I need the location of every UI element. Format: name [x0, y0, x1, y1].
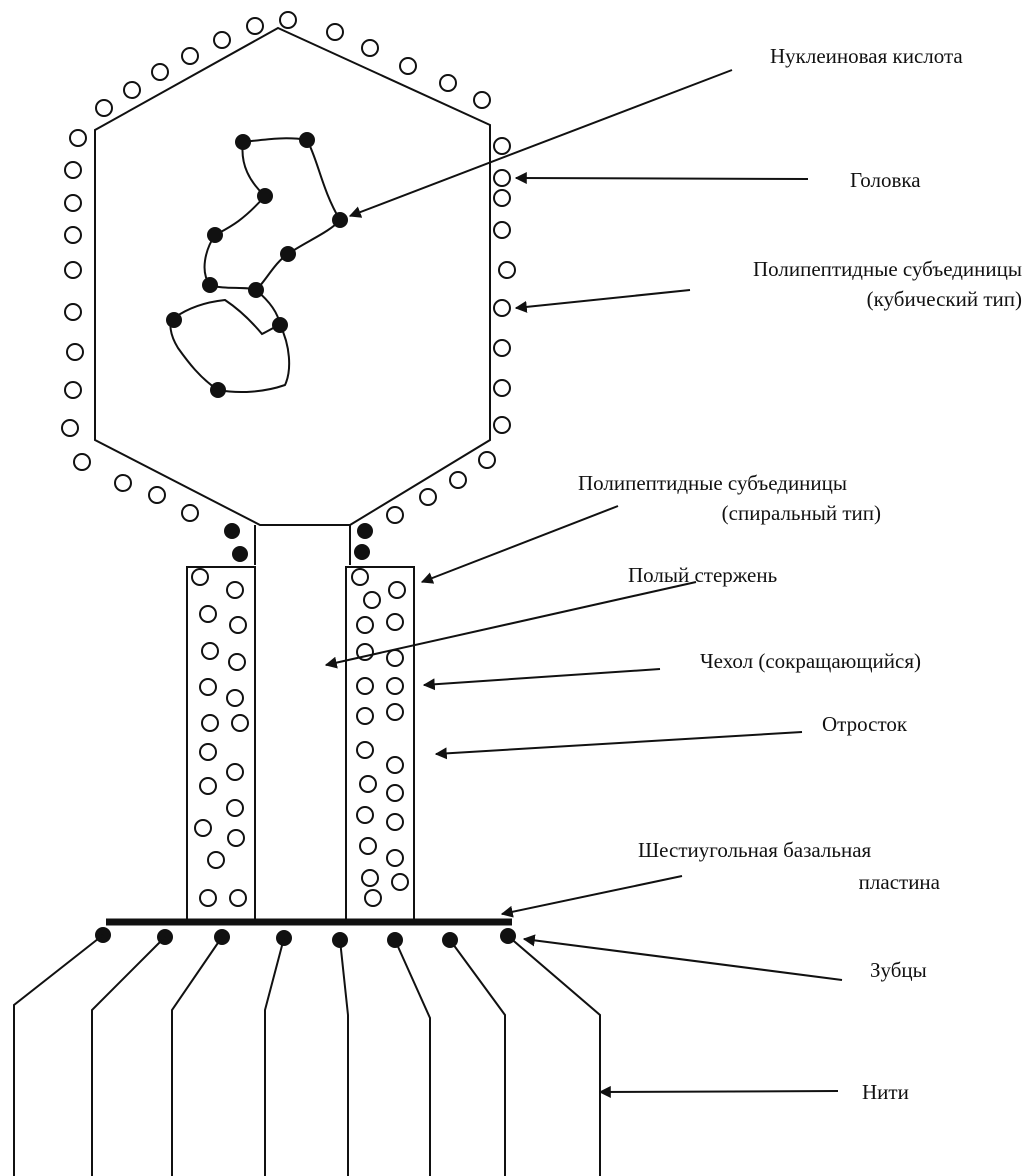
label-spiral-subunits-line1: Полипептидные субъединицы [578, 471, 847, 495]
arrow-spiral-subunits [422, 506, 618, 582]
label-sheath: Чехол (сокращающийся) [700, 649, 921, 673]
arrow-nucleic-acid [350, 70, 732, 216]
label-hollow-rod: Полый стержень [628, 563, 777, 587]
nucleic-acid-nodes [166, 132, 348, 398]
tail-sheath-right [346, 567, 414, 920]
label-spiral-subunits-line2: (спиральный тип) [722, 501, 881, 525]
arrow-sheath [424, 669, 660, 685]
arrow-spikes [524, 939, 842, 980]
arrow-base-plate [502, 876, 682, 914]
label-cubic-subunits-line1: Полипептидные субъединицы [753, 257, 1022, 281]
arrow-hollow-rod [326, 582, 696, 665]
label-fibers: Нити [862, 1080, 909, 1104]
label-tail: Отросток [822, 712, 908, 736]
arrow-tail [436, 732, 802, 754]
capsid-subunits [62, 12, 515, 523]
label-cubic-subunits-line2: (кубический тип) [867, 287, 1022, 311]
label-nucleic-acid: Нуклеиновая кислота [770, 44, 963, 68]
arrow-cubic-subunits [516, 290, 690, 308]
label-base-plate-line2: пластина [859, 870, 941, 894]
sheath-subunits [192, 569, 408, 906]
nucleic-acid-strand [171, 138, 340, 392]
label-head: Головка [850, 168, 921, 192]
tail-fibers [14, 935, 600, 1176]
label-spikes: Зубцы [870, 958, 927, 982]
arrow-fibers [600, 1091, 838, 1092]
arrow-head [516, 178, 808, 179]
phage-head [95, 28, 490, 525]
label-base-plate-line1: Шестиугольная базальная [638, 838, 872, 862]
phage-neck [255, 525, 350, 565]
